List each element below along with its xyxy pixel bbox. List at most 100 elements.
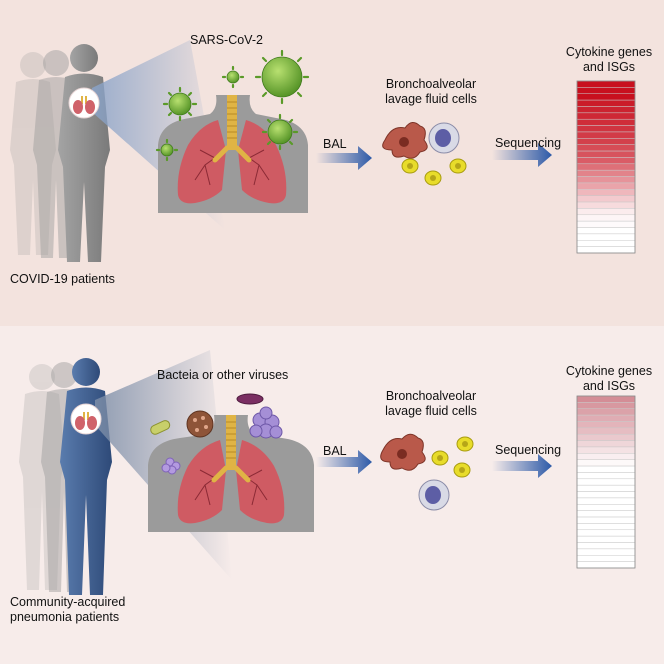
heatmap-title-line1: Cytokine genes	[565, 45, 653, 59]
bal-label: BAL	[323, 444, 347, 458]
lymphocyte-cell	[418, 479, 450, 511]
heatmap-row	[576, 478, 636, 486]
bal-cells-top	[382, 122, 467, 186]
spiky-bacterium-icon	[186, 410, 214, 438]
heatmap-row	[576, 118, 636, 126]
pneumonia-patient-figures	[19, 358, 112, 595]
heatmap-row	[576, 402, 636, 409]
bal-label: BAL	[323, 137, 347, 151]
heatmap-row	[576, 189, 636, 196]
heatmap-row	[576, 112, 636, 120]
heatmap-row	[576, 440, 636, 448]
microbes	[150, 393, 283, 475]
heatmap-row	[576, 169, 636, 177]
rod-bacterium-icon	[150, 420, 171, 435]
virus-icon	[226, 70, 240, 84]
purple-bacillus-icon	[236, 393, 264, 405]
lung-inset-bottom	[70, 403, 102, 435]
cells-label-line2: lavage fluid cells	[385, 92, 477, 106]
cells-label-line1: Bronchoalveolar	[385, 389, 477, 403]
heatmap-row	[576, 87, 636, 94]
human-silhouette-back	[19, 364, 65, 590]
microbe-label: Bacteia or other viruses	[157, 368, 289, 382]
heatmap-border	[576, 395, 636, 569]
heatmap-row	[576, 497, 636, 505]
heatmap-row	[576, 220, 636, 228]
cells-label-line1: Bronchoalveolar	[385, 77, 477, 91]
virus-label: SARS-CoV-2	[190, 33, 263, 47]
heatmap-row	[576, 214, 636, 222]
heatmap-row	[576, 529, 636, 537]
heatmap-row	[576, 459, 636, 467]
heatmap-row	[576, 233, 636, 241]
heatmap-row	[576, 195, 636, 203]
virus-spikes-top	[155, 49, 310, 162]
virus-icon	[267, 119, 293, 145]
cells-label-line2: lavage fluid cells	[385, 404, 477, 418]
virus-icon	[261, 56, 303, 98]
torso-lungs-bottom	[148, 415, 314, 532]
heatmap-row	[576, 106, 636, 114]
heatmap-row	[576, 227, 636, 235]
sars-cov-2-viruses	[160, 56, 303, 157]
lymphocyte-cell	[428, 122, 460, 154]
heatmap-row	[576, 472, 636, 480]
heatmap-row	[576, 176, 636, 184]
heatmap-row	[576, 548, 636, 556]
heatmap-row	[576, 523, 636, 531]
heatmap-row	[576, 408, 636, 416]
heatmap-row	[576, 561, 636, 569]
bal-arrow-top	[316, 146, 372, 170]
bal-arrow-bottom	[316, 450, 372, 474]
heatmap-row	[576, 484, 636, 492]
sequencing-label: Sequencing	[495, 443, 562, 457]
heatmap-row	[576, 182, 636, 190]
heatmap-row	[576, 433, 636, 441]
heatmap-row	[576, 144, 636, 152]
heatmap-row	[576, 125, 636, 133]
heatmap-row	[576, 427, 636, 435]
heatmap-row	[576, 446, 636, 454]
cocci-cluster-icon	[249, 406, 283, 439]
heatmap-row	[576, 99, 636, 107]
heatmap-row	[576, 150, 636, 158]
small-virus-icon	[161, 457, 181, 475]
heatmap-row	[576, 510, 636, 518]
heatmap-row	[576, 542, 636, 550]
covid-patient-figures	[10, 44, 110, 262]
heatmap-title-line2: and ISGs	[582, 60, 636, 74]
heatmap-bottom	[576, 395, 636, 569]
heatmap-title-line1: Cytokine genes	[565, 364, 653, 378]
patients-label-line1: Community-acquired	[10, 595, 126, 609]
sequencing-label: Sequencing	[495, 136, 562, 150]
heatmap-row	[576, 80, 636, 88]
human-silhouette-front	[60, 358, 112, 595]
heatmap-row	[576, 131, 636, 139]
heatmap-row	[576, 163, 636, 171]
heatmap-top	[576, 80, 636, 254]
bal-cells-bottom	[380, 433, 474, 511]
virus-icon	[160, 143, 174, 157]
heatmap-row	[576, 395, 636, 403]
heatmap-border	[576, 80, 636, 254]
heatmap-row	[576, 453, 636, 460]
heatmap-row	[576, 516, 636, 524]
heatmap-row	[576, 246, 636, 254]
heatmap-row	[576, 240, 636, 247]
heatmap-row	[576, 414, 636, 422]
human-silhouette-back	[10, 52, 56, 255]
virus-icon	[168, 92, 192, 116]
heatmap-row	[576, 93, 636, 101]
bottom-panel-background	[0, 326, 664, 664]
heatmap-row	[576, 157, 636, 165]
sequencing-arrow-top	[492, 143, 552, 167]
heatmap-row	[576, 535, 636, 543]
heatmap-row	[576, 208, 636, 216]
sequencing-arrow-bottom	[492, 454, 552, 478]
heatmap-row	[576, 201, 636, 209]
heatmap-title-line2: and ISGs	[582, 379, 636, 393]
heatmap-row	[576, 555, 636, 562]
human-silhouette-front	[58, 44, 110, 262]
